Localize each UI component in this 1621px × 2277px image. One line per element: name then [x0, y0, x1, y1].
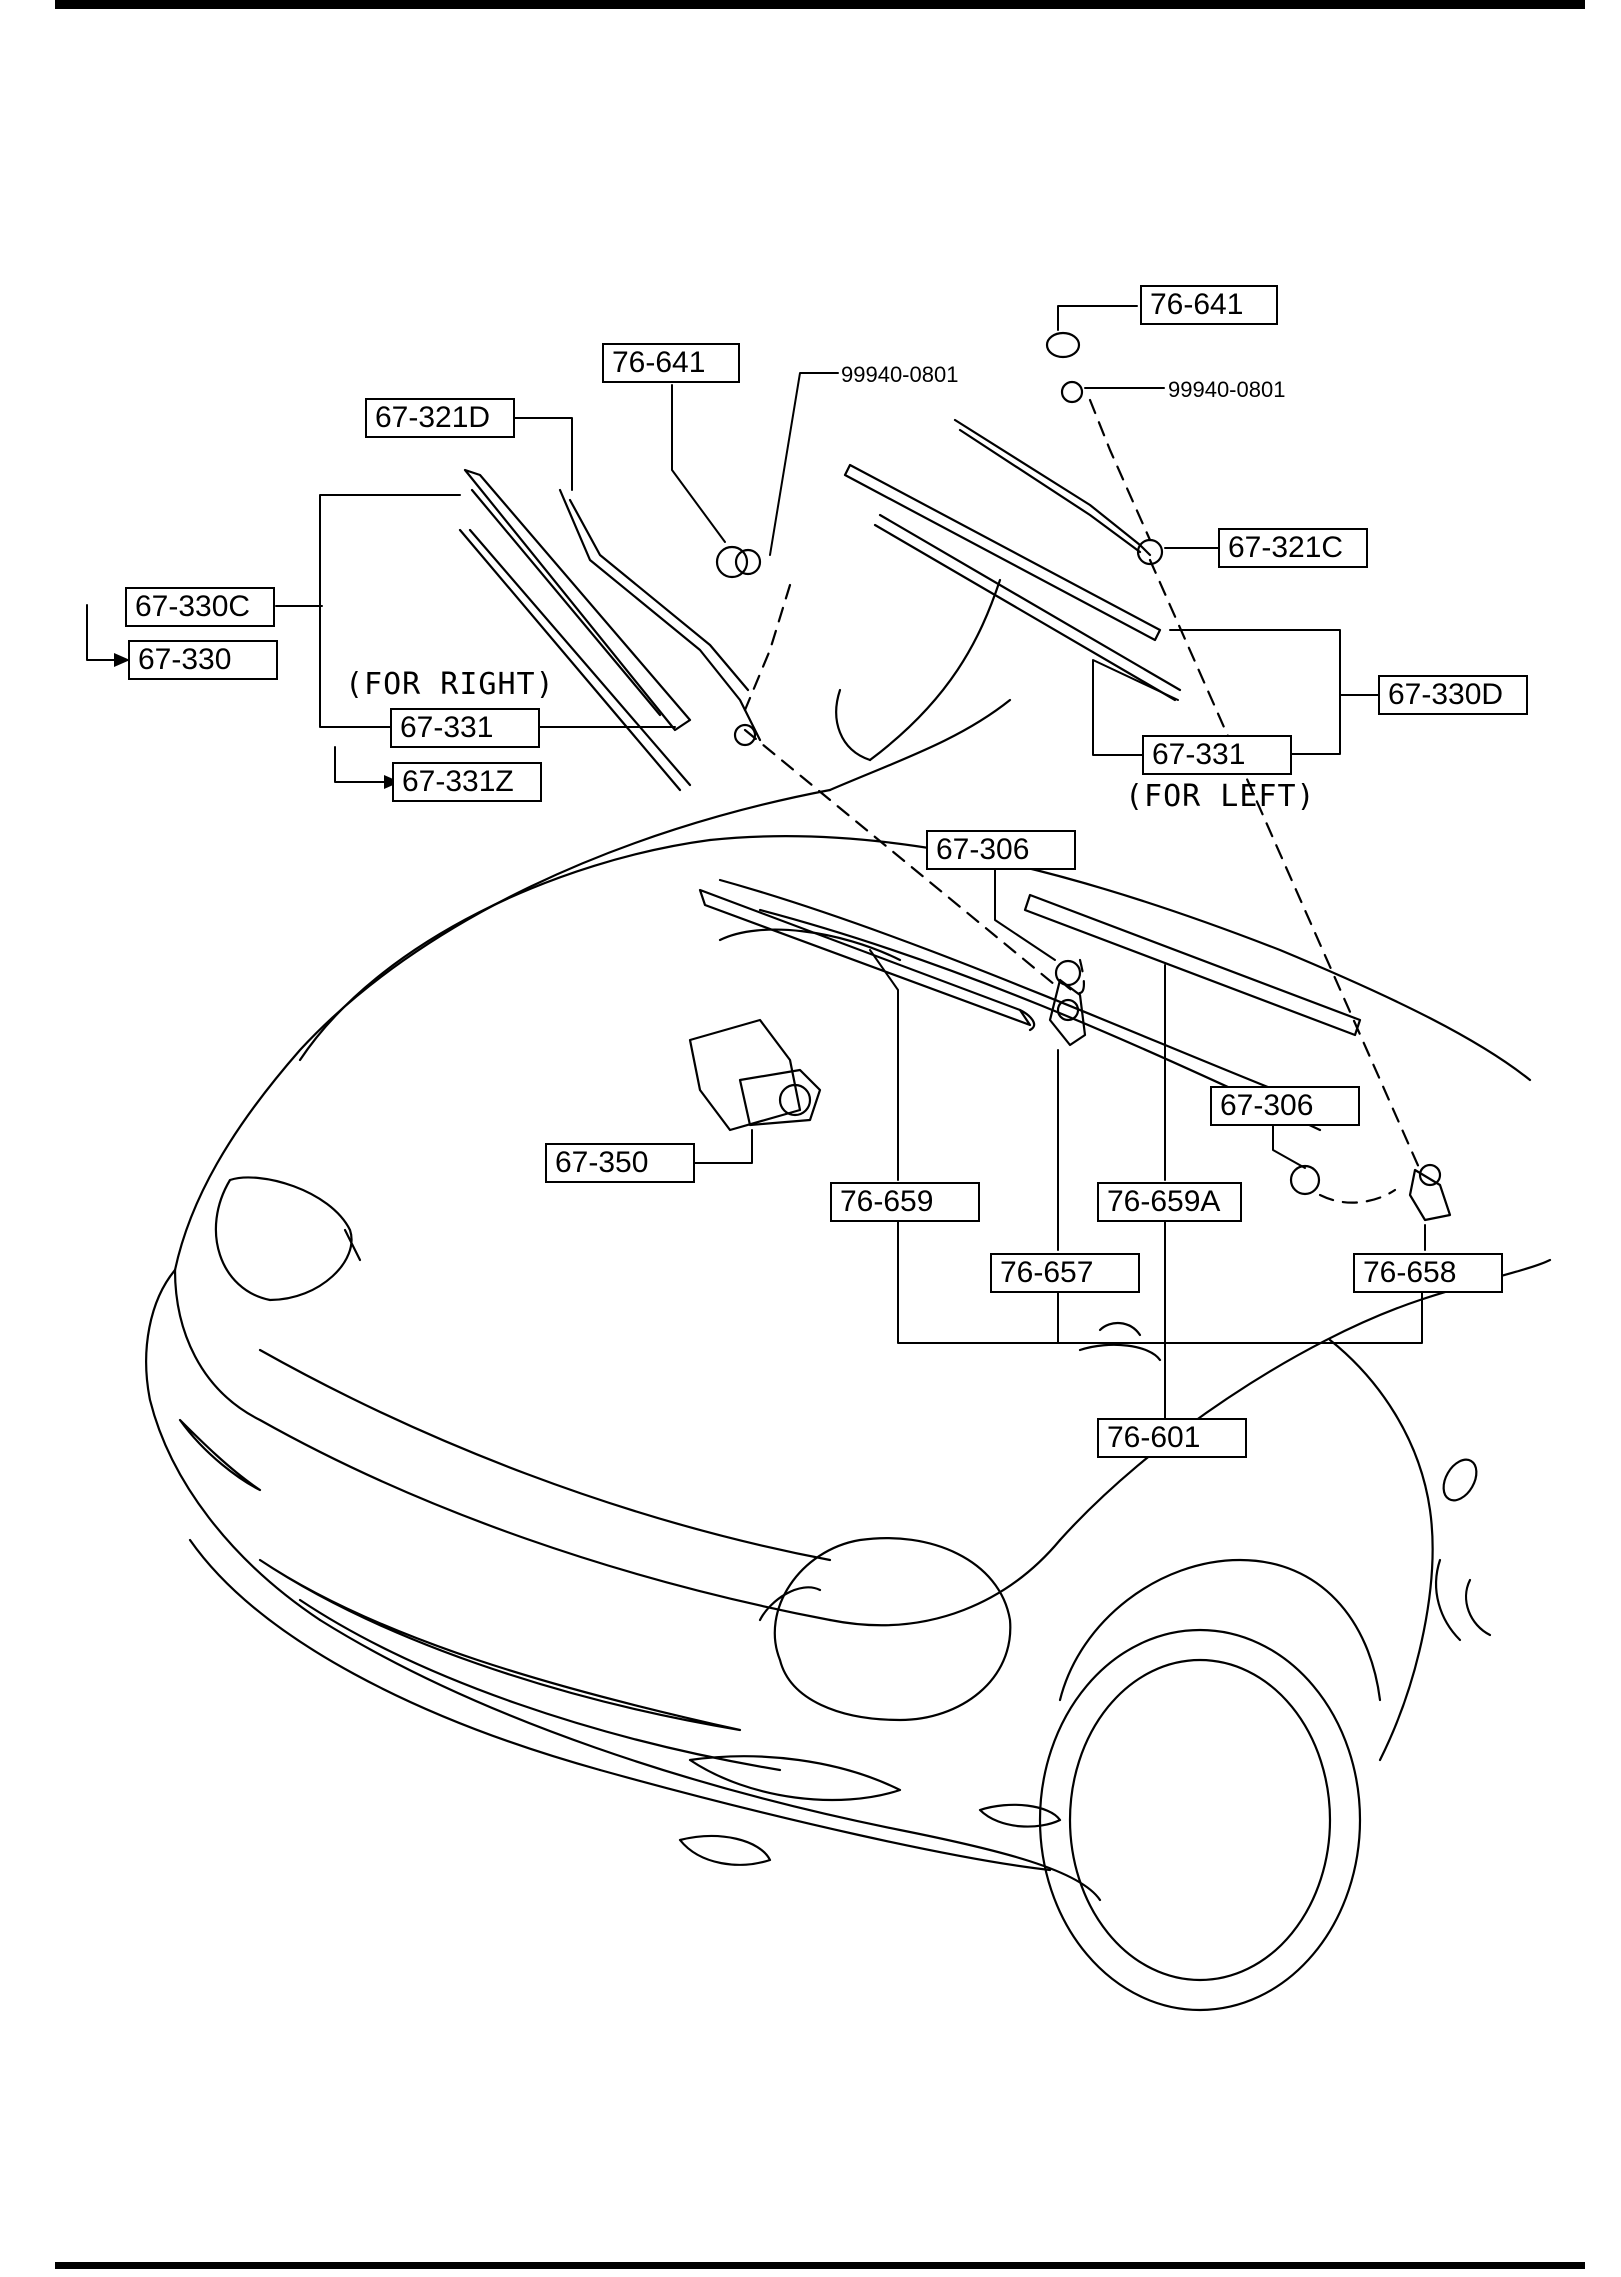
- label-67-330: 67-330: [128, 640, 278, 680]
- label-67-330C: 67-330C: [125, 587, 275, 627]
- label-67-350: 67-350: [545, 1143, 695, 1183]
- label-67-330D: 67-330D: [1378, 675, 1528, 715]
- car-outline: [145, 578, 1552, 2012]
- label-67-321D: 67-321D: [365, 398, 515, 438]
- bottom-border-rule: [55, 2262, 1585, 2269]
- label-67-331-left: 67-331: [1142, 735, 1292, 775]
- label-76-658: 76-658: [1353, 1253, 1503, 1293]
- label-67-306-b: 67-306: [1210, 1086, 1360, 1126]
- motor-and-pivot-art: [688, 959, 1452, 1337]
- note-for-left: (FOR LEFT): [1125, 779, 1316, 814]
- label-76-657: 76-657: [990, 1253, 1140, 1293]
- top-border-rule: [55, 0, 1585, 9]
- label-76-659A: 76-659A: [1097, 1182, 1242, 1222]
- label-67-331-right: 67-331: [390, 708, 540, 748]
- leader-lines: [86, 305, 1426, 1419]
- label-76-641-left: 76-641: [1140, 285, 1278, 325]
- linkage-rods: [698, 888, 1362, 1037]
- label-67-321C: 67-321C: [1218, 528, 1368, 568]
- label-76-641-right: 76-641: [602, 343, 740, 383]
- label-76-659: 76-659: [830, 1182, 980, 1222]
- dashed-pivot-lines: [743, 398, 1422, 1204]
- note-for-right: (FOR RIGHT): [345, 667, 555, 702]
- label-99940-0801-right: 99940-0801: [841, 362, 959, 387]
- label-76-601: 76-601: [1097, 1418, 1247, 1458]
- label-67-331Z: 67-331Z: [392, 762, 542, 802]
- label-99940-0801-left: 99940-0801: [1168, 377, 1286, 402]
- label-67-306-a: 67-306: [926, 830, 1076, 870]
- wiper-right-art: [458, 468, 762, 792]
- wiper-left-art: [843, 331, 1182, 702]
